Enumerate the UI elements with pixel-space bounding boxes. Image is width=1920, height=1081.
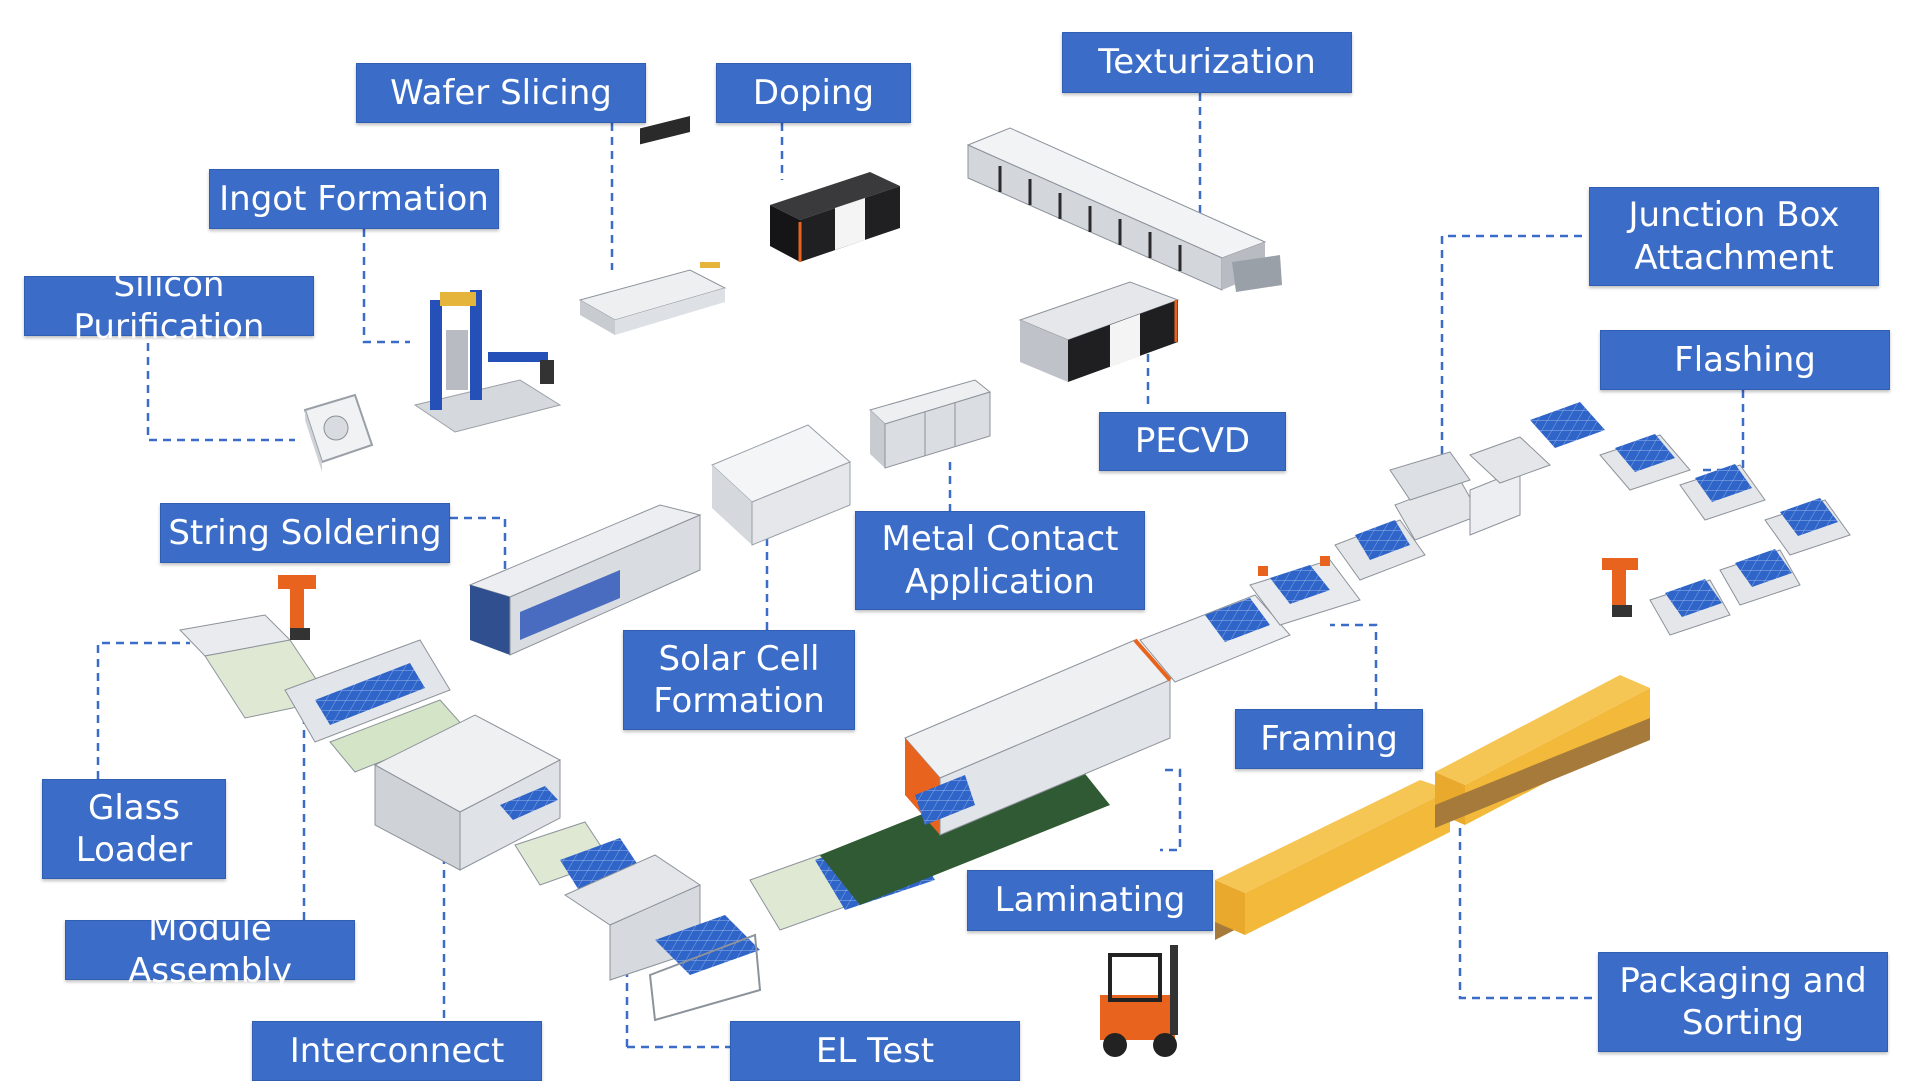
label-metal-contact-application: Metal Contact Application — [855, 511, 1145, 610]
label-silicon-purification: Silicon Purification — [24, 265, 314, 347]
texturization-line — [966, 127, 1282, 292]
el-test-conveyor — [514, 821, 762, 1022]
metal-contact-machine — [869, 379, 992, 469]
interconnect-machine — [373, 714, 562, 871]
laminating-line — [749, 638, 1172, 931]
label-ingot-formation: Ingot Formation — [209, 169, 499, 229]
label-framing: Framing — [1235, 709, 1423, 769]
module-assembly-line — [178, 575, 466, 773]
purification-machine — [303, 393, 374, 472]
label-el-test: EL Test — [730, 1021, 1020, 1081]
label-texturization: Texturization — [1062, 32, 1352, 93]
packaged-pallets — [1215, 675, 1650, 940]
label-flashing: Flashing — [1600, 330, 1890, 390]
cell-formation-machine — [711, 424, 851, 546]
robot-arm-right — [1602, 558, 1638, 617]
forklift — [1100, 945, 1178, 1057]
string-soldering-machine — [468, 504, 702, 656]
doping-furnace — [770, 172, 900, 262]
label-packaging-and-sorting: Packaging and Sorting — [1598, 952, 1888, 1052]
label-glass-loader: Glass Loader — [42, 779, 226, 879]
label-pecvd: PECVD — [1099, 412, 1286, 471]
label-junction-box-attachment: Junction Box Attachment — [1589, 187, 1879, 286]
robot-arm — [278, 575, 316, 640]
ingot-furnace — [413, 290, 562, 433]
label-string-soldering: String Soldering — [160, 503, 450, 563]
pecvd-machine — [1018, 281, 1180, 382]
wafer-slicer — [578, 115, 727, 335]
label-module-assembly: Module Assembly — [65, 909, 355, 991]
label-wafer-slicing: Wafer Slicing — [356, 63, 646, 123]
label-solar-cell-formation: Solar Cell Formation — [623, 630, 855, 730]
label-laminating: Laminating — [967, 870, 1213, 931]
label-doping: Doping — [716, 63, 911, 123]
label-interconnect: Interconnect — [252, 1021, 542, 1081]
framing-conveyor — [1139, 402, 1851, 683]
